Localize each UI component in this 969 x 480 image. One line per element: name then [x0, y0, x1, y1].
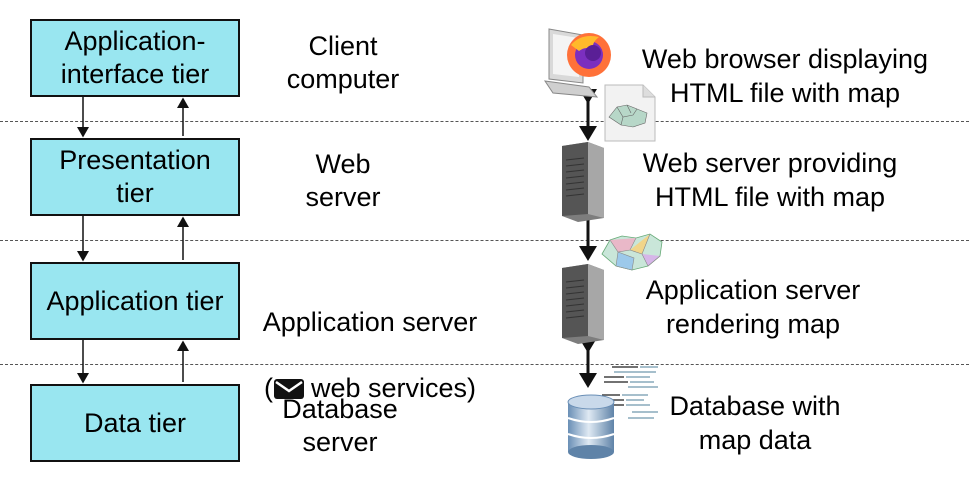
- map-tiles-icon: [601, 233, 663, 271]
- application-server-subtitle: ( web services): [240, 372, 500, 405]
- tier-application-interface: Application- interface tier: [30, 19, 240, 97]
- html-map-file-icon: [604, 84, 656, 142]
- divider-line-2: [0, 240, 969, 241]
- tier-application: Application tier: [30, 262, 240, 340]
- divider-line-3: [0, 364, 969, 365]
- server-tower-icon: [562, 142, 604, 222]
- web-services-text: web services): [310, 373, 477, 403]
- tier-data: Data tier: [30, 384, 240, 462]
- tier-presentation: Presentation tier: [30, 138, 240, 216]
- description-application-server: Application server rendering map: [645, 275, 861, 339]
- divider-line-1: [0, 121, 969, 122]
- server-label-client: Client computer: [286, 31, 400, 94]
- envelope-icon: [273, 379, 304, 399]
- database-icon: [567, 394, 615, 459]
- server-label-database: Database server: [282, 394, 398, 457]
- paren-open: (: [263, 373, 273, 403]
- server-label-application: Application server ( web services): [240, 273, 500, 438]
- application-server-title: Application server: [262, 307, 478, 337]
- server-label-web: Web server: [305, 149, 381, 212]
- description-client: Web browser displaying HTML file with ma…: [641, 44, 929, 108]
- description-database: Database with map data: [669, 391, 841, 455]
- firefox-browser-monitor-icon: [543, 28, 611, 98]
- description-web-server: Web server providing HTML file with map: [642, 148, 898, 212]
- server-tower-icon: [562, 264, 604, 344]
